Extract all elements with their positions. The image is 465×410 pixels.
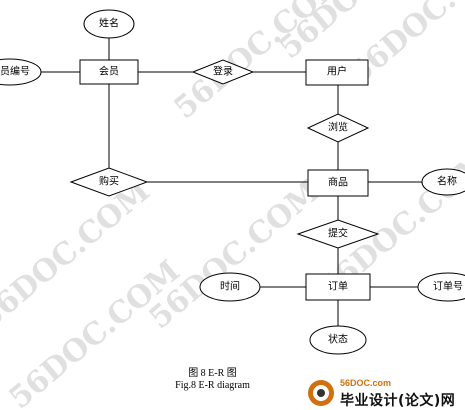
label-attr-member-id: 会员编号 [0,65,30,78]
connector-lines [41,38,422,326]
label-attr-name: 姓名 [99,17,119,30]
attribute-member-id [0,58,42,86]
entity-user [305,59,369,86]
entity-order [305,273,371,301]
attribute-time [199,272,261,302]
label-browse: 浏览 [328,121,348,134]
relationship-browse [306,113,370,143]
relationship-submit [296,219,380,249]
label-user: 用户 [327,65,347,78]
relationship-login [191,59,255,85]
label-submit: 提交 [328,227,348,240]
label-order: 订单 [328,281,348,293]
relationship-purchase [69,167,149,197]
label-attr-order-no: 订单号 [433,281,463,293]
label-attr-status: 状态 [328,333,348,346]
label-product: 商品 [328,176,348,189]
site-logo: 56DOC.com 毕业设计(论文)网 [300,376,465,410]
watermark: 56DOC.COM [143,174,327,336]
label-member: 会员 [99,65,119,78]
caption-chinese: 图 8 E-R 图 [188,368,237,379]
entity-product [307,169,369,197]
entity-member [79,59,139,85]
logo-emblem-icon [308,380,334,406]
attribute-name [83,9,135,39]
label-attr-time: 时间 [220,280,240,293]
attribute-order-no [417,272,465,302]
logo-title: 毕业设计(论文)网 [340,393,456,409]
label-login: 登录 [213,65,233,78]
label-purchase: 购买 [99,175,119,188]
caption-english: Fig.8 E-R diagram [175,380,250,391]
label-attr-product-name: 名称 [437,175,457,188]
attribute-product-name [421,168,465,196]
attribute-status [309,325,367,355]
logo-site-url: 56DOC.com [340,378,392,388]
